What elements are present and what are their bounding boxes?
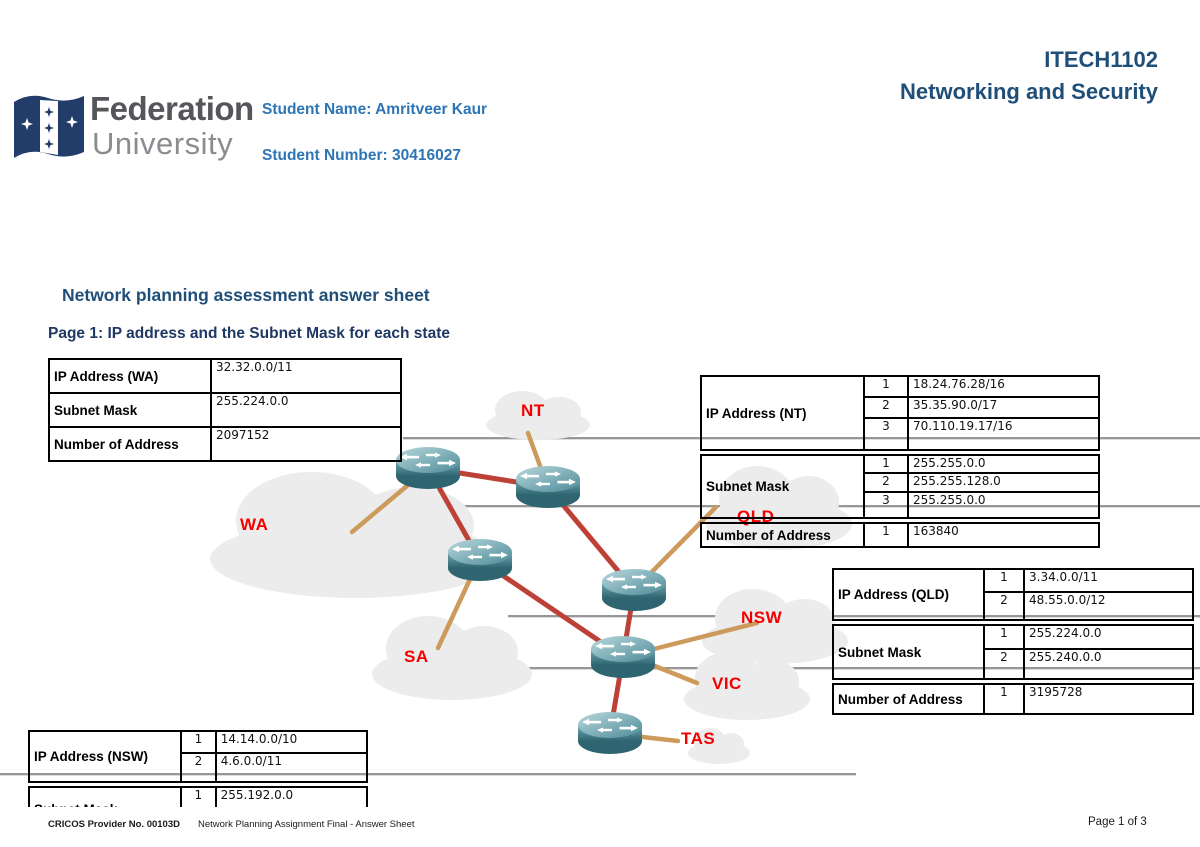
nsw-section-label: Subnet Mask <box>28 786 183 807</box>
nt-section-label: Subnet Mask <box>700 454 865 519</box>
student-name: Student Name: Amritveer Kaur <box>262 101 488 118</box>
row-index: 1 <box>983 683 1025 715</box>
wa-row-value: 255.224.0.0 <box>210 392 402 428</box>
footer-page-number: Page 1 of 3 <box>1088 816 1147 828</box>
wa-row-value: 2097152 <box>210 426 402 462</box>
wa-row-label: IP Address (WA) <box>48 358 212 394</box>
router-icon <box>601 568 667 612</box>
course-name: Networking and Security <box>900 78 1158 104</box>
state-label-tas: TAS <box>681 729 716 748</box>
row-index: 3 <box>863 491 909 519</box>
row-index: 1 <box>180 786 217 807</box>
row-value: 3195728 <box>1023 683 1194 715</box>
row-value: 3.34.0.0/11 <box>1023 568 1194 593</box>
row-value: 48.55.0.0/12 <box>1023 591 1194 621</box>
row-index: 2 <box>983 591 1025 621</box>
cloud-sa-icon <box>372 615 532 700</box>
course-code: ITECH1102 <box>1044 47 1158 72</box>
logo-word-university: University <box>92 126 234 161</box>
row-value: 255.240.0.0 <box>1023 648 1194 680</box>
wa-row-value: 32.32.0.0/11 <box>210 358 402 394</box>
nt-table: IP Address (NT) 1 18.24.76.28/16 2 35.35… <box>700 375 1100 551</box>
wa-table-grid: IP Address (WA) 32.32.0.0/11 Subnet Mask… <box>48 358 402 462</box>
row-value: 255.255.0.0 <box>907 454 1100 474</box>
logo-word-federation: Federation <box>90 90 254 127</box>
state-label-vic: VIC <box>712 674 742 693</box>
student-number: Student Number: 30416027 <box>262 147 461 164</box>
row-value: 70.110.19.17/16 <box>907 417 1100 451</box>
nsw-table: IP Address (NSW) 1 14.14.0.0/10 2 4.6.0.… <box>28 730 368 807</box>
nt-section-label: Number of Address <box>700 522 865 548</box>
federation-flag-icon <box>14 95 84 158</box>
qld-table: IP Address (QLD) 1 3.34.0.0/11 2 48.55.0… <box>832 568 1194 718</box>
nsw-ip-section: IP Address (NSW) 1 14.14.0.0/10 2 4.6.0.… <box>28 730 368 783</box>
qld-ip-section: IP Address (QLD) 1 3.34.0.0/11 2 48.55.0… <box>832 568 1194 621</box>
row-index: 2 <box>180 752 217 783</box>
row-index: 1 <box>863 522 909 548</box>
row-index: 1 <box>983 624 1025 650</box>
cloud-vic-icon <box>684 651 810 720</box>
row-value: 255.224.0.0 <box>1023 624 1194 650</box>
nsw-section-label: IP Address (NSW) <box>28 730 183 783</box>
row-value: 255.192.0.0 <box>214 786 368 807</box>
state-label-sa: SA <box>404 647 429 666</box>
row-value: 18.24.76.28/16 <box>907 375 1100 398</box>
nt-section-label: IP Address (NT) <box>700 375 865 451</box>
row-index: 1 <box>863 375 909 398</box>
course-header: ITECH1102 Networking and Security <box>900 44 1158 108</box>
router-icon <box>590 635 656 679</box>
row-index: 1 <box>180 730 217 754</box>
wa-row-label: Number of Address <box>48 426 212 462</box>
row-index: 1 <box>863 454 909 474</box>
row-index: 1 <box>983 568 1025 593</box>
cloud-nt-icon <box>486 391 590 440</box>
wa-table: IP Address (WA) 32.32.0.0/11 Subnet Mask… <box>48 358 402 465</box>
qld-section-label: IP Address (QLD) <box>832 568 985 621</box>
state-label-nt: NT <box>521 401 545 420</box>
qld-section-label: Subnet Mask <box>832 624 985 680</box>
page-title: Network planning assessment answer sheet <box>62 285 430 305</box>
row-value: 255.255.0.0 <box>907 491 1100 519</box>
qld-count-section: Number of Address 1 3195728 <box>832 683 1194 715</box>
wa-row-label: Subnet Mask <box>48 392 212 428</box>
row-value: 4.6.0.0/11 <box>214 752 368 783</box>
nsw-mask-section: Subnet Mask 1 255.192.0.0 <box>28 786 368 807</box>
nt-count-section: Number of Address 1 163840 <box>700 522 1100 548</box>
row-index: 2 <box>863 396 909 419</box>
row-value: 255.255.128.0 <box>907 472 1100 493</box>
separator-line <box>0 773 856 776</box>
cloud-tas-icon <box>688 728 750 764</box>
footer-cricos: CRICOS Provider No. 00103D <box>48 819 180 830</box>
row-index: 3 <box>863 417 909 451</box>
router-icon <box>515 465 581 509</box>
state-label-wa: WA <box>240 515 269 534</box>
footer-document-name: Network Planning Assignment Final - Answ… <box>198 819 415 830</box>
state-label-nsw: NSW <box>741 608 783 627</box>
row-index: 2 <box>983 648 1025 680</box>
row-index: 2 <box>863 472 909 493</box>
router-icon <box>395 446 461 490</box>
row-value: 14.14.0.0/10 <box>214 730 368 754</box>
row-value: 163840 <box>907 522 1100 548</box>
federation-university-logo: Federation University <box>12 88 272 176</box>
qld-mask-section: Subnet Mask 1 255.224.0.0 2 255.240.0.0 <box>832 624 1194 680</box>
row-value: 35.35.90.0/17 <box>907 396 1100 419</box>
qld-section-label: Number of Address <box>832 683 985 715</box>
router-icon <box>577 711 643 755</box>
nt-ip-section: IP Address (NT) 1 18.24.76.28/16 2 35.35… <box>700 375 1100 451</box>
section-title: Page 1: IP address and the Subnet Mask f… <box>48 325 450 342</box>
nt-mask-section: Subnet Mask 1 255.255.0.0 2 255.255.128.… <box>700 454 1100 519</box>
router-icon <box>447 538 513 582</box>
